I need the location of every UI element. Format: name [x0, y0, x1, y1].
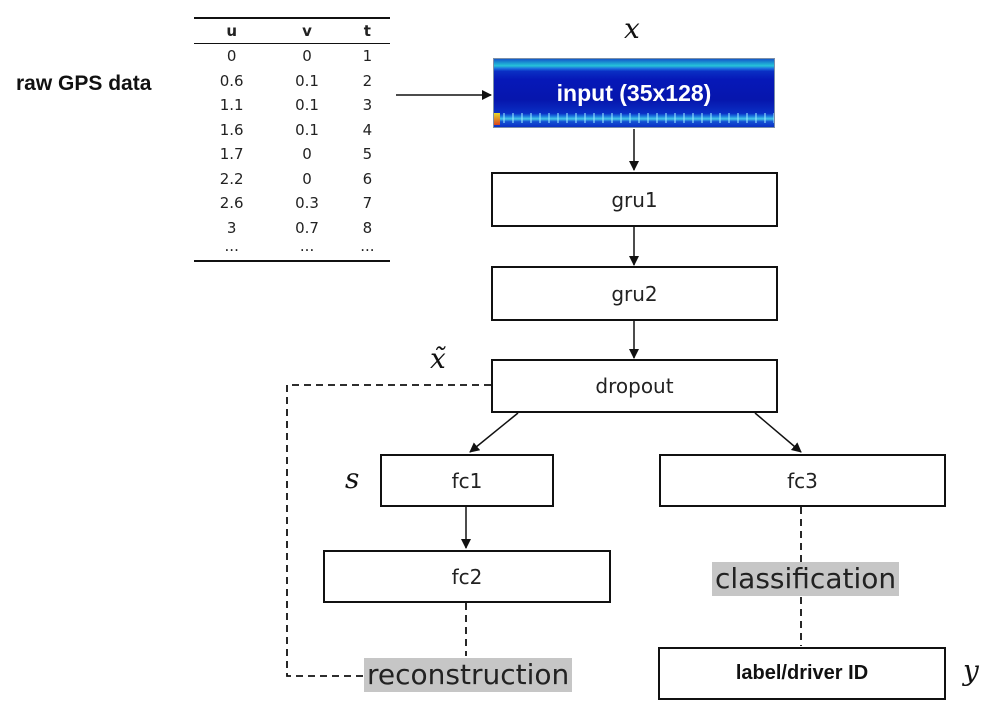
table-cell: 2.6 — [219, 194, 244, 213]
table-cell: 1.1 — [219, 96, 244, 115]
heatmap-hotspot — [494, 113, 500, 125]
table-cell: 2.2 — [219, 169, 244, 188]
table-row: 1.7 0 5 — [194, 142, 390, 167]
column-header-u: u — [194, 17, 270, 44]
table-cell: 1.6 — [219, 120, 244, 139]
reconstruction-label: reconstruction — [364, 658, 573, 692]
raw-gps-data-label: raw GPS data — [16, 72, 152, 95]
table-cell: 4 — [362, 120, 373, 139]
table-row: 1.6 0.1 4 — [194, 118, 390, 143]
table-cell: 0 — [302, 145, 312, 164]
table-cell: ... — [344, 239, 390, 262]
table-cell: 0 — [302, 47, 312, 66]
fc1-box: fc1 — [380, 454, 554, 507]
table-cell: 1 — [362, 47, 373, 66]
table-cell: ... — [269, 239, 345, 262]
gru1-box: gru1 — [491, 172, 778, 227]
table-cell: 6 — [362, 169, 373, 188]
gru2-box: gru2 — [491, 266, 778, 321]
table-cell: 3 — [362, 96, 373, 115]
table-cell: 3 — [226, 218, 237, 237]
fc2-box: fc2 — [323, 550, 611, 603]
dropout-box: dropout — [491, 359, 778, 413]
driver-id-output-box: label/driver ID — [658, 647, 946, 700]
input-heatmap: input (35x128) — [493, 58, 775, 128]
dropout-to-fc3-arrow — [754, 412, 802, 453]
table-row: 1.1 0.1 3 — [194, 93, 390, 118]
table-row: 0 0 1 — [194, 44, 390, 69]
table-cell: 1.7 — [219, 145, 244, 164]
table-cell: 0.1 — [295, 96, 319, 115]
symbol-x: x — [624, 12, 640, 45]
heatmap-texture — [494, 113, 774, 123]
table-cell: 0.3 — [295, 194, 319, 213]
table-row: 2.6 0.3 7 — [194, 191, 390, 216]
symbol-s: s — [345, 462, 360, 495]
table-cell: 8 — [362, 218, 373, 237]
table-header-row: u v t — [194, 17, 390, 44]
table-cell: 0 — [226, 47, 237, 66]
table-cell: 2 — [362, 71, 373, 90]
column-header-t: t — [344, 17, 390, 44]
table-cell: 7 — [362, 194, 373, 213]
skip-dashed-line — [286, 384, 491, 677]
table-cell: 0.7 — [295, 218, 319, 237]
fc3-box: fc3 — [659, 454, 946, 507]
table-cell: 0 — [302, 169, 312, 188]
table-row: 0.6 0.1 2 — [194, 69, 390, 94]
table-cell: 0.1 — [295, 120, 319, 139]
table-row: ......... — [194, 239, 390, 262]
symbol-x-tilde: x̃ — [430, 342, 446, 375]
table-row: 2.2 0 6 — [194, 167, 390, 192]
dropout-to-fc1-arrow — [469, 412, 519, 453]
column-header-v: v — [269, 17, 345, 44]
classification-label: classification — [712, 562, 900, 596]
table-cell: 5 — [362, 145, 373, 164]
table-cell: 0.6 — [219, 71, 244, 90]
table-cell: 0.1 — [295, 71, 319, 90]
table-cell: ... — [194, 239, 270, 262]
symbol-y: y — [963, 654, 979, 687]
input-label: input (35x128) — [556, 79, 712, 106]
